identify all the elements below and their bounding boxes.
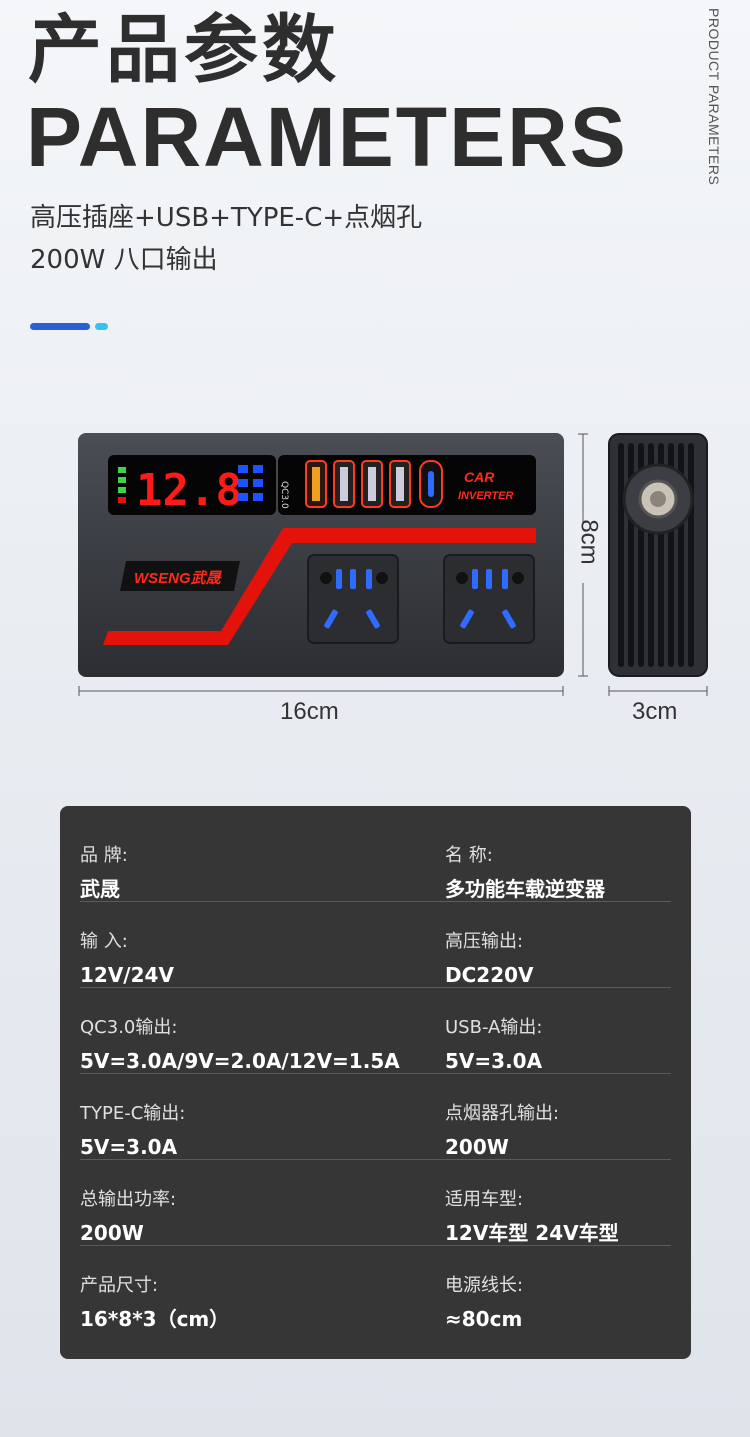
param-label: 点烟器孔输出:: [445, 1103, 560, 1124]
voltage-readout: 12.8: [136, 465, 242, 516]
param-value: 200W: [80, 1221, 144, 1245]
product-front-illustration: 12.8 QC3.0 CAR INVERTER WSENG武晟: [78, 433, 564, 677]
accent-bar-cyan: [95, 323, 108, 330]
height-dimension-line: [578, 433, 588, 677]
usb-ports: [305, 460, 443, 508]
param-label: 电源线长:: [445, 1275, 524, 1296]
param-value: 多功能车载逆变器: [445, 877, 605, 901]
param-value: 5V=3.0A: [80, 1135, 178, 1159]
accent-bar-blue: [30, 323, 90, 330]
dimension-width: 16cm: [280, 698, 339, 725]
param-label: 高压输出:: [445, 931, 524, 952]
side-label: PRODUCT PARAMETERS: [706, 8, 722, 186]
voltage-screen: [108, 455, 276, 515]
param-label: USB-A输出:: [445, 1017, 543, 1038]
param-value: 5V=3.0A: [445, 1049, 543, 1073]
param-value: 12V/24V: [80, 963, 174, 987]
dimension-depth: 3cm: [632, 698, 678, 725]
param-row: 输 入: 12V/24V 高压输出: DC220V: [80, 902, 671, 988]
param-value: 5V=3.0A/9V=2.0A/12V=1.5A: [80, 1049, 400, 1073]
param-label: 名 称:: [445, 845, 493, 866]
param-row: 品 牌: 武晟 名 称: 多功能车载逆变器: [80, 816, 671, 902]
param-label: QC3.0输出:: [80, 1017, 178, 1038]
dimension-height: 8cm: [575, 519, 603, 565]
badge-car: CAR: [464, 469, 495, 485]
param-row: 产品尺寸: 16*8*3（cm） 电源线长: ≈80cm: [80, 1246, 671, 1332]
product-side-illustration: [608, 433, 708, 677]
width-dimension-line: [78, 686, 564, 696]
param-value: DC220V: [445, 963, 534, 987]
param-value: 12V车型 24V车型: [445, 1221, 619, 1245]
param-row: 总输出功率: 200W 适用车型: 12V车型 24V车型: [80, 1160, 671, 1246]
subtitle-output: 200W 八口输出: [30, 245, 218, 275]
brand-logo: WSENG武晟: [134, 570, 223, 587]
param-value: 16*8*3（cm）: [80, 1307, 230, 1331]
subtitle-features: 高压插座+USB+TYPE-C+点烟孔: [30, 203, 423, 233]
page-title-cn: 产品参数: [28, 7, 340, 93]
param-label: 适用车型:: [445, 1189, 524, 1210]
badge-inverter: INVERTER: [458, 490, 513, 502]
parameters-card: 品 牌: 武晟 名 称: 多功能车载逆变器 输 入: 12V/24V 高压输出: DC2…: [60, 806, 691, 1359]
param-value: ≈80cm: [445, 1307, 523, 1331]
param-value: 武晟: [80, 877, 120, 901]
param-label: TYPE-C输出:: [80, 1103, 186, 1124]
ac-socket-right: [443, 554, 535, 644]
param-label: 产品尺寸:: [80, 1275, 159, 1296]
param-value: 200W: [445, 1135, 509, 1159]
brand-plate: [120, 561, 240, 591]
param-label: 总输出功率:: [80, 1189, 177, 1210]
param-label: 品 牌:: [80, 845, 128, 866]
depth-dimension-line: [608, 686, 708, 696]
param-label: 输 入:: [80, 931, 128, 952]
page-title-en: PARAMETERS: [26, 90, 628, 184]
ac-socket-left: [307, 554, 399, 644]
param-row: TYPE-C输出: 5V=3.0A 点烟器孔输出: 200W: [80, 1074, 671, 1160]
red-stripe: [103, 528, 536, 645]
qc-label: QC3.0: [279, 481, 289, 509]
param-row: QC3.0输出: 5V=3.0A/9V=2.0A/12V=1.5A USB-A输出…: [80, 988, 671, 1074]
